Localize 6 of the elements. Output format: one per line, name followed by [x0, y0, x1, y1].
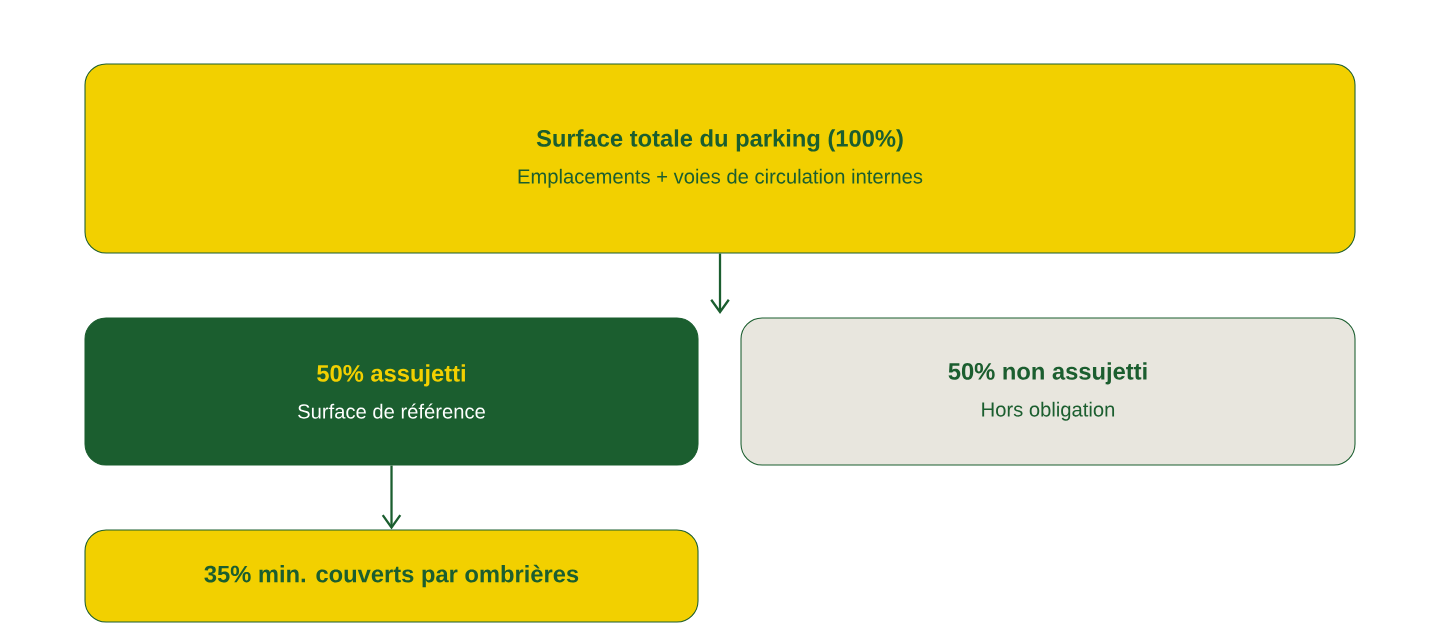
arrow	[381, 465, 402, 530]
arrow	[710, 253, 730, 314]
process-box: 50% assujetti Surface de référence	[84, 317, 699, 466]
process-box: Surface totale du parking (100%) Emplacements + voies de circulation internes	[84, 63, 1356, 254]
process-box: 35% min. couverts par ombrières	[84, 529, 699, 623]
process-box: 50% non assujetti Hors obligation	[740, 317, 1356, 466]
